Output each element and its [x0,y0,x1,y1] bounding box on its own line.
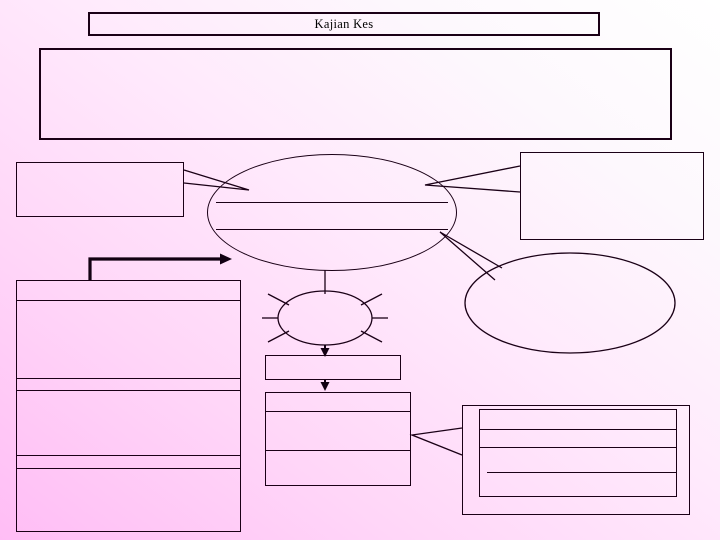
burst-oval-shape [277,290,373,346]
left-stack-divider-3 [16,390,241,391]
ellipse-divider-line-2 [216,229,448,230]
bottom-right-inner-box[interactable] [479,409,677,497]
oval-callout-tail [439,231,503,281]
page-title: Kajian Kes [314,16,374,31]
title-box[interactable]: Kajian Kes [88,12,600,36]
small-box-to-stack-arrowhead [320,382,330,391]
center-stack-box[interactable] [265,392,411,486]
left-stack-panel[interactable] [16,280,241,532]
bottom-right-callout-tail [409,427,463,456]
burst-ray-nw [267,293,290,306]
left-stack-divider-4 [16,455,241,456]
header-panel[interactable] [39,48,672,140]
center-small-box[interactable] [265,355,401,380]
bottom-right-inner-divider-3 [487,472,677,473]
bottom-right-inner-divider-1 [479,429,677,430]
left-stack-divider-1 [16,300,241,301]
burst-ray-ne [360,293,383,306]
center-stack-divider-1 [265,411,411,412]
left-stack-divider-5 [16,468,241,469]
ellipse-divider-line-1 [216,202,448,203]
center-ellipse[interactable] [207,154,457,271]
left-stack-elbow-arrowhead [220,253,232,265]
bottom-right-callout-box[interactable] [462,405,690,515]
oval-callout-shape [464,252,676,354]
left-callout-box[interactable] [16,162,184,217]
burst-ray-sw [267,330,290,343]
bottom-right-inner-divider-2 [479,447,677,448]
left-stack-divider-2 [16,378,241,379]
right-callout-box[interactable] [520,152,704,240]
center-stack-divider-2 [265,450,411,451]
burst-ray-se [360,330,383,343]
left-stack-elbow-arrow-line [88,257,222,280]
